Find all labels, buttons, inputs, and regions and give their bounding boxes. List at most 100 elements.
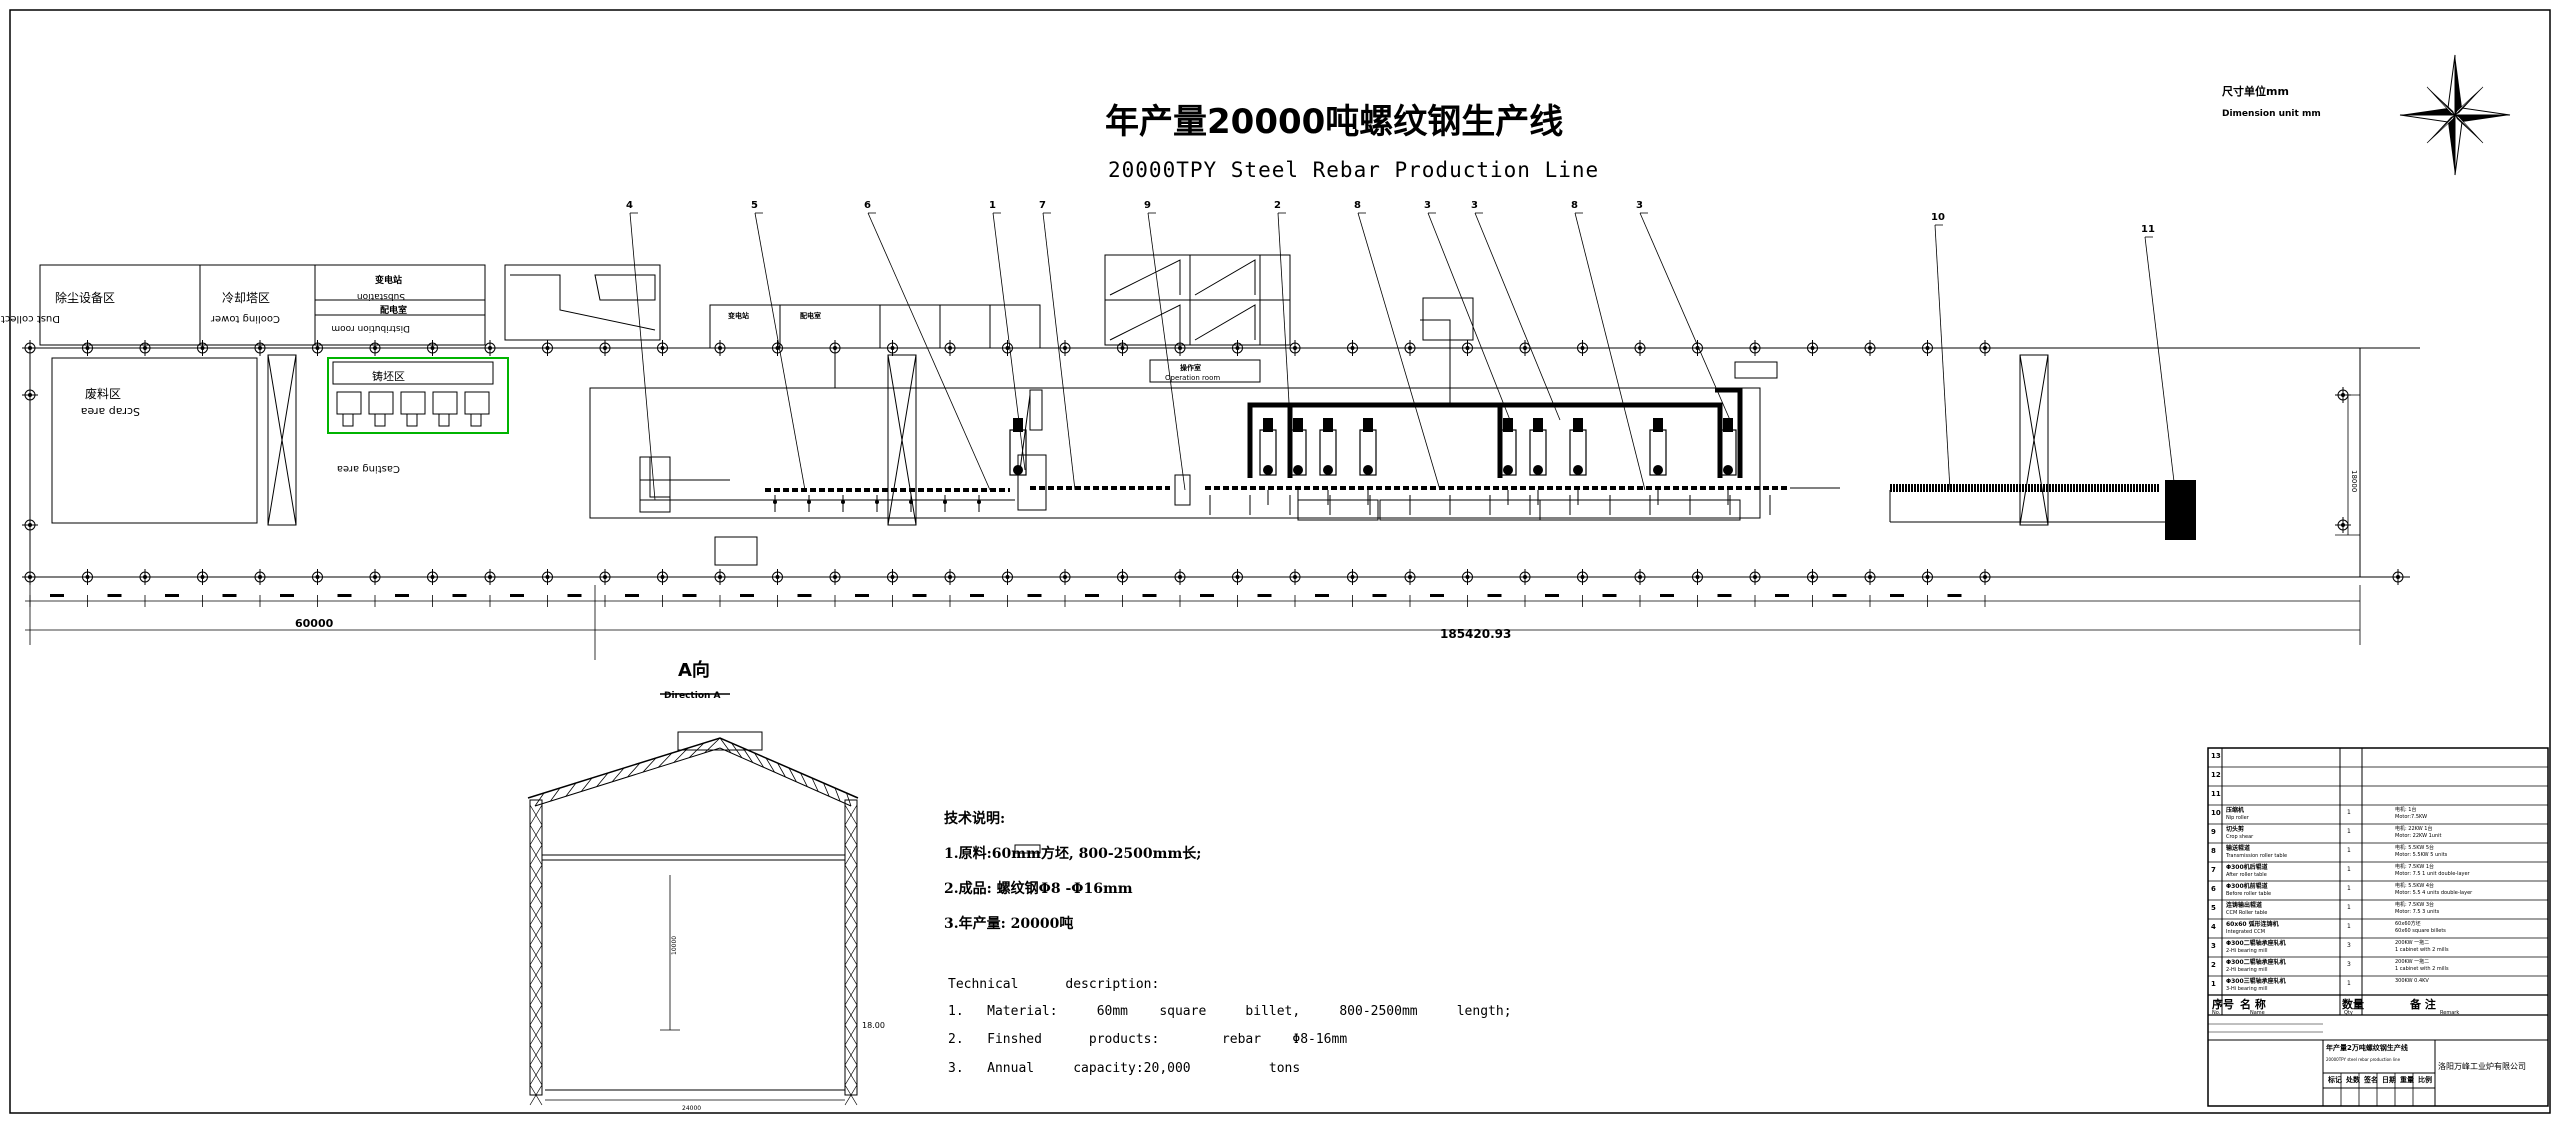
table-row-remark-2: 1 cabinet with 2 mills	[2395, 966, 2449, 972]
table-row-name-cn: Φ300机后辊道	[2226, 864, 2268, 871]
tech-cn-1: 1.原料:60mm方坯, 800-2500mm长;	[944, 846, 1202, 862]
title-block-company: 洛阳万峰工业炉有限公司	[2438, 1062, 2526, 1071]
table-row-remark: 电机: 22KW 1台	[2395, 826, 2433, 832]
table-row-qty: 3	[2347, 942, 2351, 949]
zone-cooling: 冷却塔区	[222, 291, 270, 305]
tech-cn-3: 3.年产量: 20000吨	[944, 916, 1074, 932]
table-row-name-cn: Φ300二辊轴承座轧机	[2226, 940, 2286, 947]
table-row-name-cn: 60x60 弧形连铸机	[2226, 921, 2279, 928]
table-row-name-en: Crop shear	[2226, 834, 2254, 840]
tech-en-title: Technical description:	[948, 977, 1160, 992]
table-row-no: 6	[2211, 885, 2216, 893]
rolling-line	[639, 319, 2196, 566]
dimension-unit-en: Dimension unit mm	[2222, 109, 2321, 119]
table-header-name-en: Name	[2250, 1010, 2265, 1016]
table-header-no: 序号	[2212, 998, 2234, 1011]
tech-cn-title: 技术说明:	[944, 811, 1006, 827]
table-row-qty: 1	[2347, 866, 2351, 873]
zone-waste-en: Scrap area	[81, 405, 140, 418]
zone-casting-en: Casting area	[337, 463, 400, 474]
table-row-remark: 电机: 7.5KW 3台	[2395, 902, 2435, 908]
table-row-name-en: CCM Roller table	[2226, 910, 2268, 916]
callout-number: 2	[1274, 200, 1281, 211]
table-row-no: 4	[2211, 923, 2216, 931]
callout-number: 8	[1354, 200, 1361, 211]
column-row-bottom	[22, 387, 1993, 585]
table-row-remark-2: Motor: 22KW 1unit	[2395, 833, 2442, 839]
callout-number: 8	[1571, 200, 1578, 211]
table-header-remark: 备 注	[2410, 998, 2436, 1011]
table-row-name-en: Transmission roller table	[2226, 853, 2288, 859]
table-row-remark: 电机: 5.5KW 4台	[2395, 883, 2435, 889]
table-row-no: 8	[2211, 847, 2216, 855]
section-dim-height: 18.00	[862, 1021, 885, 1030]
table-row-name-cn: Φ300三辊轴承座轧机	[2226, 978, 2286, 985]
table-row-remark: 电机: 7.5KW 1台	[2395, 864, 2435, 870]
zone-distribution: 配电室	[380, 304, 407, 316]
table-row-name-en: After roller table	[2226, 872, 2267, 878]
section-dim-bottom: 24000	[682, 1105, 701, 1112]
table-row-no: 7	[2211, 866, 2216, 874]
title-block-label: 签名	[2364, 1076, 2378, 1084]
zone-operation: 操作室	[1180, 363, 1201, 372]
room-label-2: 配电室	[800, 311, 821, 320]
table-row-remark-2: Motor: 7.5 1 unit double-layer	[2395, 871, 2470, 877]
title-en: 20000TPY Steel Rebar Production Line	[1108, 158, 1600, 182]
title-block-label: 重量	[2400, 1076, 2414, 1084]
zone-dust-en: Dust collection system	[0, 313, 60, 324]
rolling-mills	[773, 418, 1771, 515]
zone-transformer: 变电站	[375, 274, 402, 286]
callout-number: 6	[864, 200, 871, 211]
table-row-name-cn: 连铸输出辊道	[2226, 902, 2263, 909]
table-row-name-en: 2-Hi bearing mill	[2226, 948, 2268, 954]
table-row-name-cn: 压缩机	[2226, 807, 2245, 814]
room-label-1: 变电站	[728, 311, 749, 320]
table-row-qty: 1	[2347, 885, 2351, 892]
table-row-remark: 60x60方坯	[2395, 921, 2421, 927]
section-a-view: 10000 24000 18.00	[527, 693, 1041, 1112]
table-row-remark-2: Motor: 5.5KW 5 units	[2395, 852, 2448, 858]
table-header-name: 名 称	[2240, 998, 2266, 1011]
table-row-no: 13	[2211, 752, 2221, 760]
table-row-no: 10	[2211, 809, 2221, 817]
zone-waste: 废料区	[85, 386, 121, 401]
callout-number: 11	[2141, 224, 2155, 235]
table-row-no: 11	[2211, 790, 2221, 798]
table-row-qty: 1	[2347, 904, 2351, 911]
callout-number: 5	[751, 200, 758, 211]
callout-number: 3	[1471, 200, 1478, 211]
tech-en-1: 1. Material: 60mm square billet, 800-250…	[948, 1004, 1512, 1019]
table-row-remark-2: Motor: 7.5 3 units	[2395, 909, 2440, 915]
title-cn: 年产量20000吨螺纹钢生产线	[1105, 102, 1564, 142]
table-row-qty: 1	[2347, 828, 2351, 835]
table-row-no: 3	[2211, 942, 2216, 950]
zone-transformer-en: Substation	[357, 291, 405, 301]
callout-number: 9	[1144, 200, 1151, 211]
table-row-name-cn: 输送辊道	[2226, 845, 2251, 852]
table-row-qty: 1	[2347, 847, 2351, 854]
dim-right: 185420.93	[1440, 627, 1511, 641]
title-block-label: 比例	[2418, 1076, 2432, 1084]
table-row-name-cn: 切头剪	[2226, 826, 2245, 833]
table-header-no-en: No.	[2212, 1010, 2221, 1016]
direction-en: Direction A	[664, 691, 721, 701]
callout-number: 10	[1931, 212, 1945, 223]
table-row-qty: 1	[2347, 980, 2351, 987]
tech-en-3: 3. Annual capacity:20,000 tons	[948, 1061, 1301, 1076]
table-header-qty: 数量	[2342, 998, 2364, 1011]
table-row-remark-2: Motor:7.5KW	[2395, 814, 2428, 820]
dimension-unit-cn: 尺寸单位mm	[2222, 85, 2289, 98]
compass-icon	[2399, 54, 2511, 176]
tech-en-2: 2. Finshed products: rebar Φ8-16mm	[948, 1032, 1348, 1047]
tech-cn-2: 2.成品: 螺纹钢Φ8 -Φ16mm	[944, 881, 1133, 897]
table-row-remark-2: 1 cabinet with 2 mills	[2395, 947, 2449, 953]
table-row-no: 2	[2211, 961, 2216, 969]
table-row-name-cn: Φ300机前辊道	[2226, 883, 2268, 890]
parts-table	[2207, 747, 2549, 1107]
zone-casting: 铸坯区	[372, 369, 405, 383]
section-dim-inner: 10000	[671, 936, 678, 955]
callout-number: 4	[626, 200, 633, 211]
table-row-remark-2: Motor: 5.5 4 units double-layer	[2395, 890, 2473, 896]
